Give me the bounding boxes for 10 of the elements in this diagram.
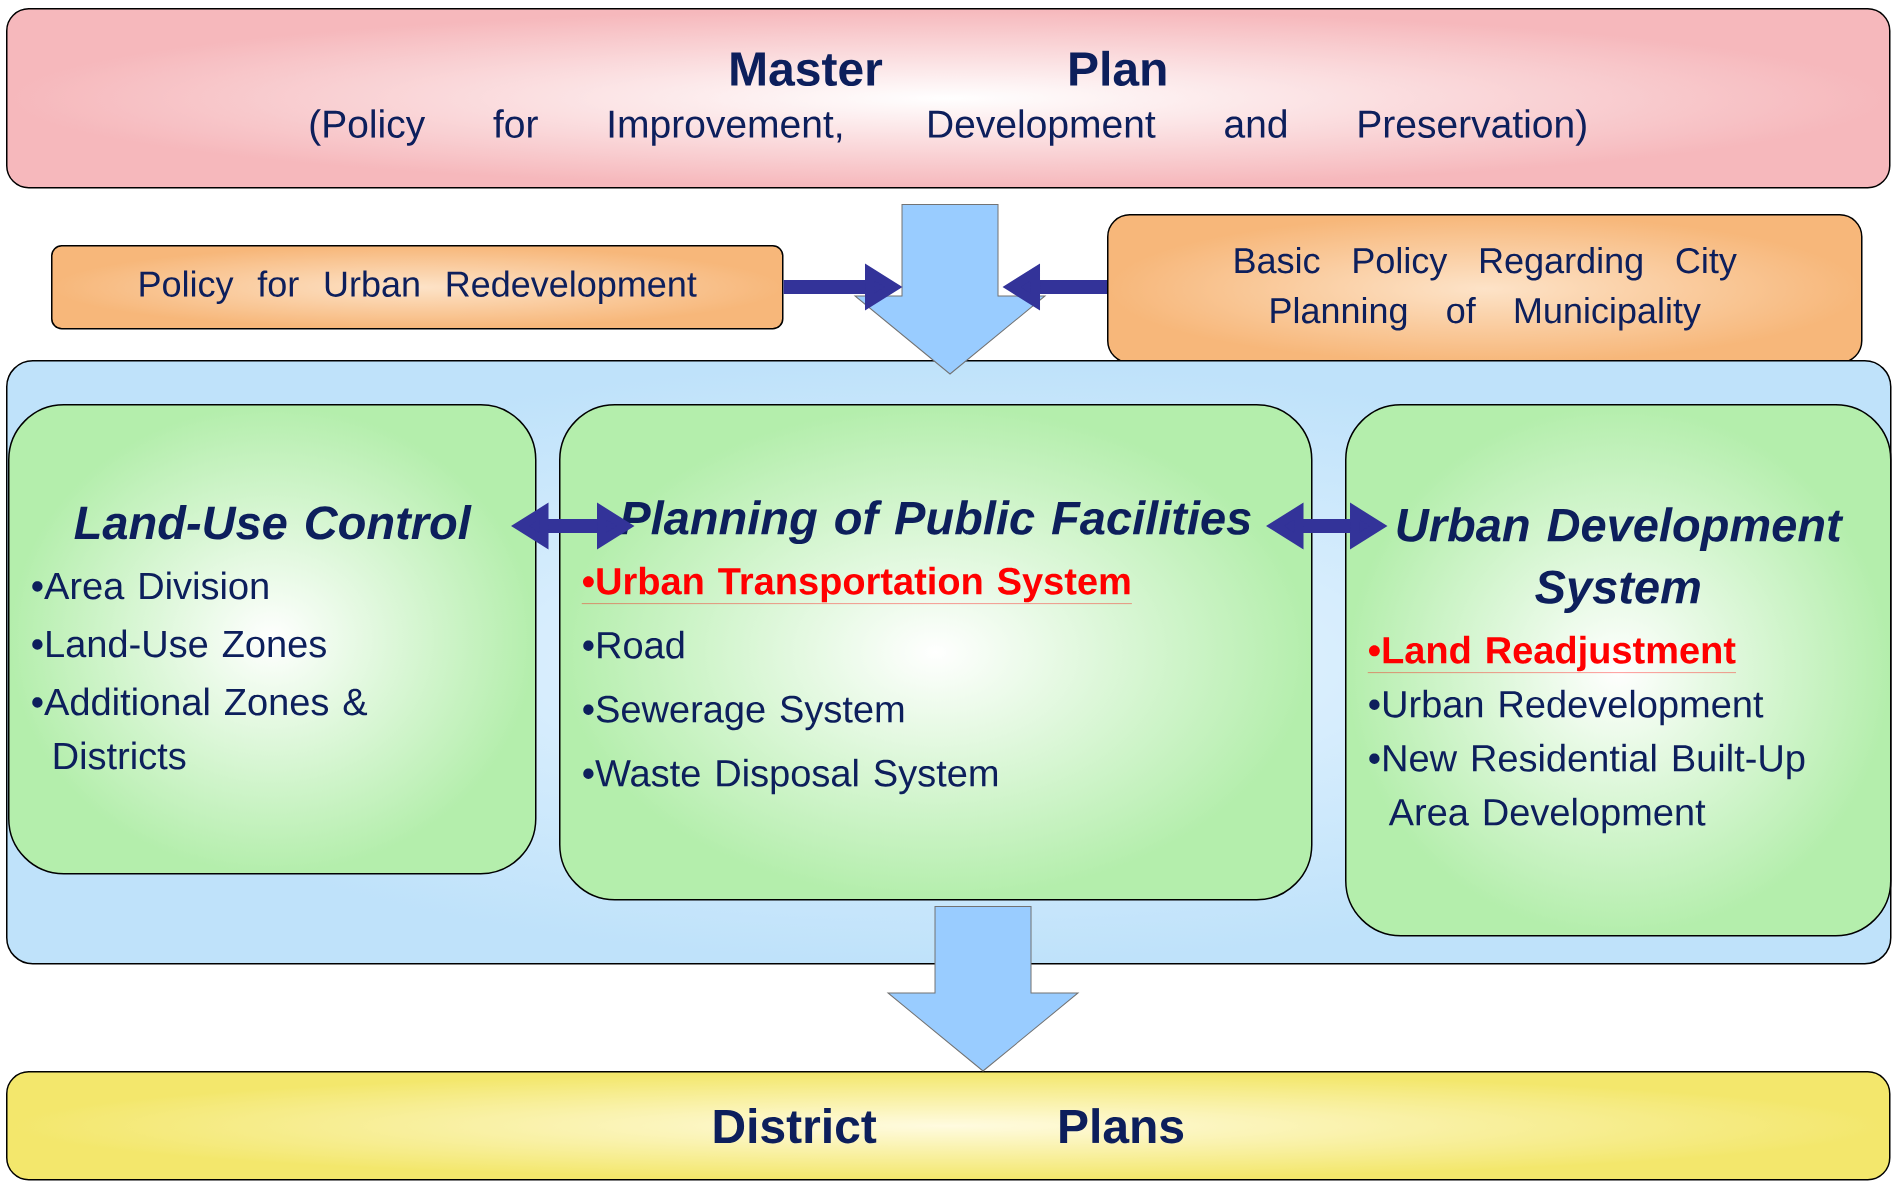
category-box: Land-Use Control •Area Division •Land-Use Zones •Additional Zones & Districts [8,404,537,875]
category-box: Urban Development System •Land Readjustment •Urban Redevelopment •New Residential Built-Up Area Development [1345,404,1892,937]
block-arrow [887,906,1079,1072]
policy-box: Basic Policy Regarding City Planning of Municipality [1107,214,1863,364]
category-box: Planning of Public Facilities •Urban Transportation System •Road •Sewerage System •Waste Disposal System [559,404,1313,901]
master-plan-box: Master Plan (Policy for Improvement, Development and Preservation) [6,8,1891,189]
panel-background [6,360,1892,965]
policy-box: Policy for Urban Redevelopment [51,245,784,330]
block-arrow [854,204,1046,375]
district-plans-box: District Plans [6,1071,1891,1181]
